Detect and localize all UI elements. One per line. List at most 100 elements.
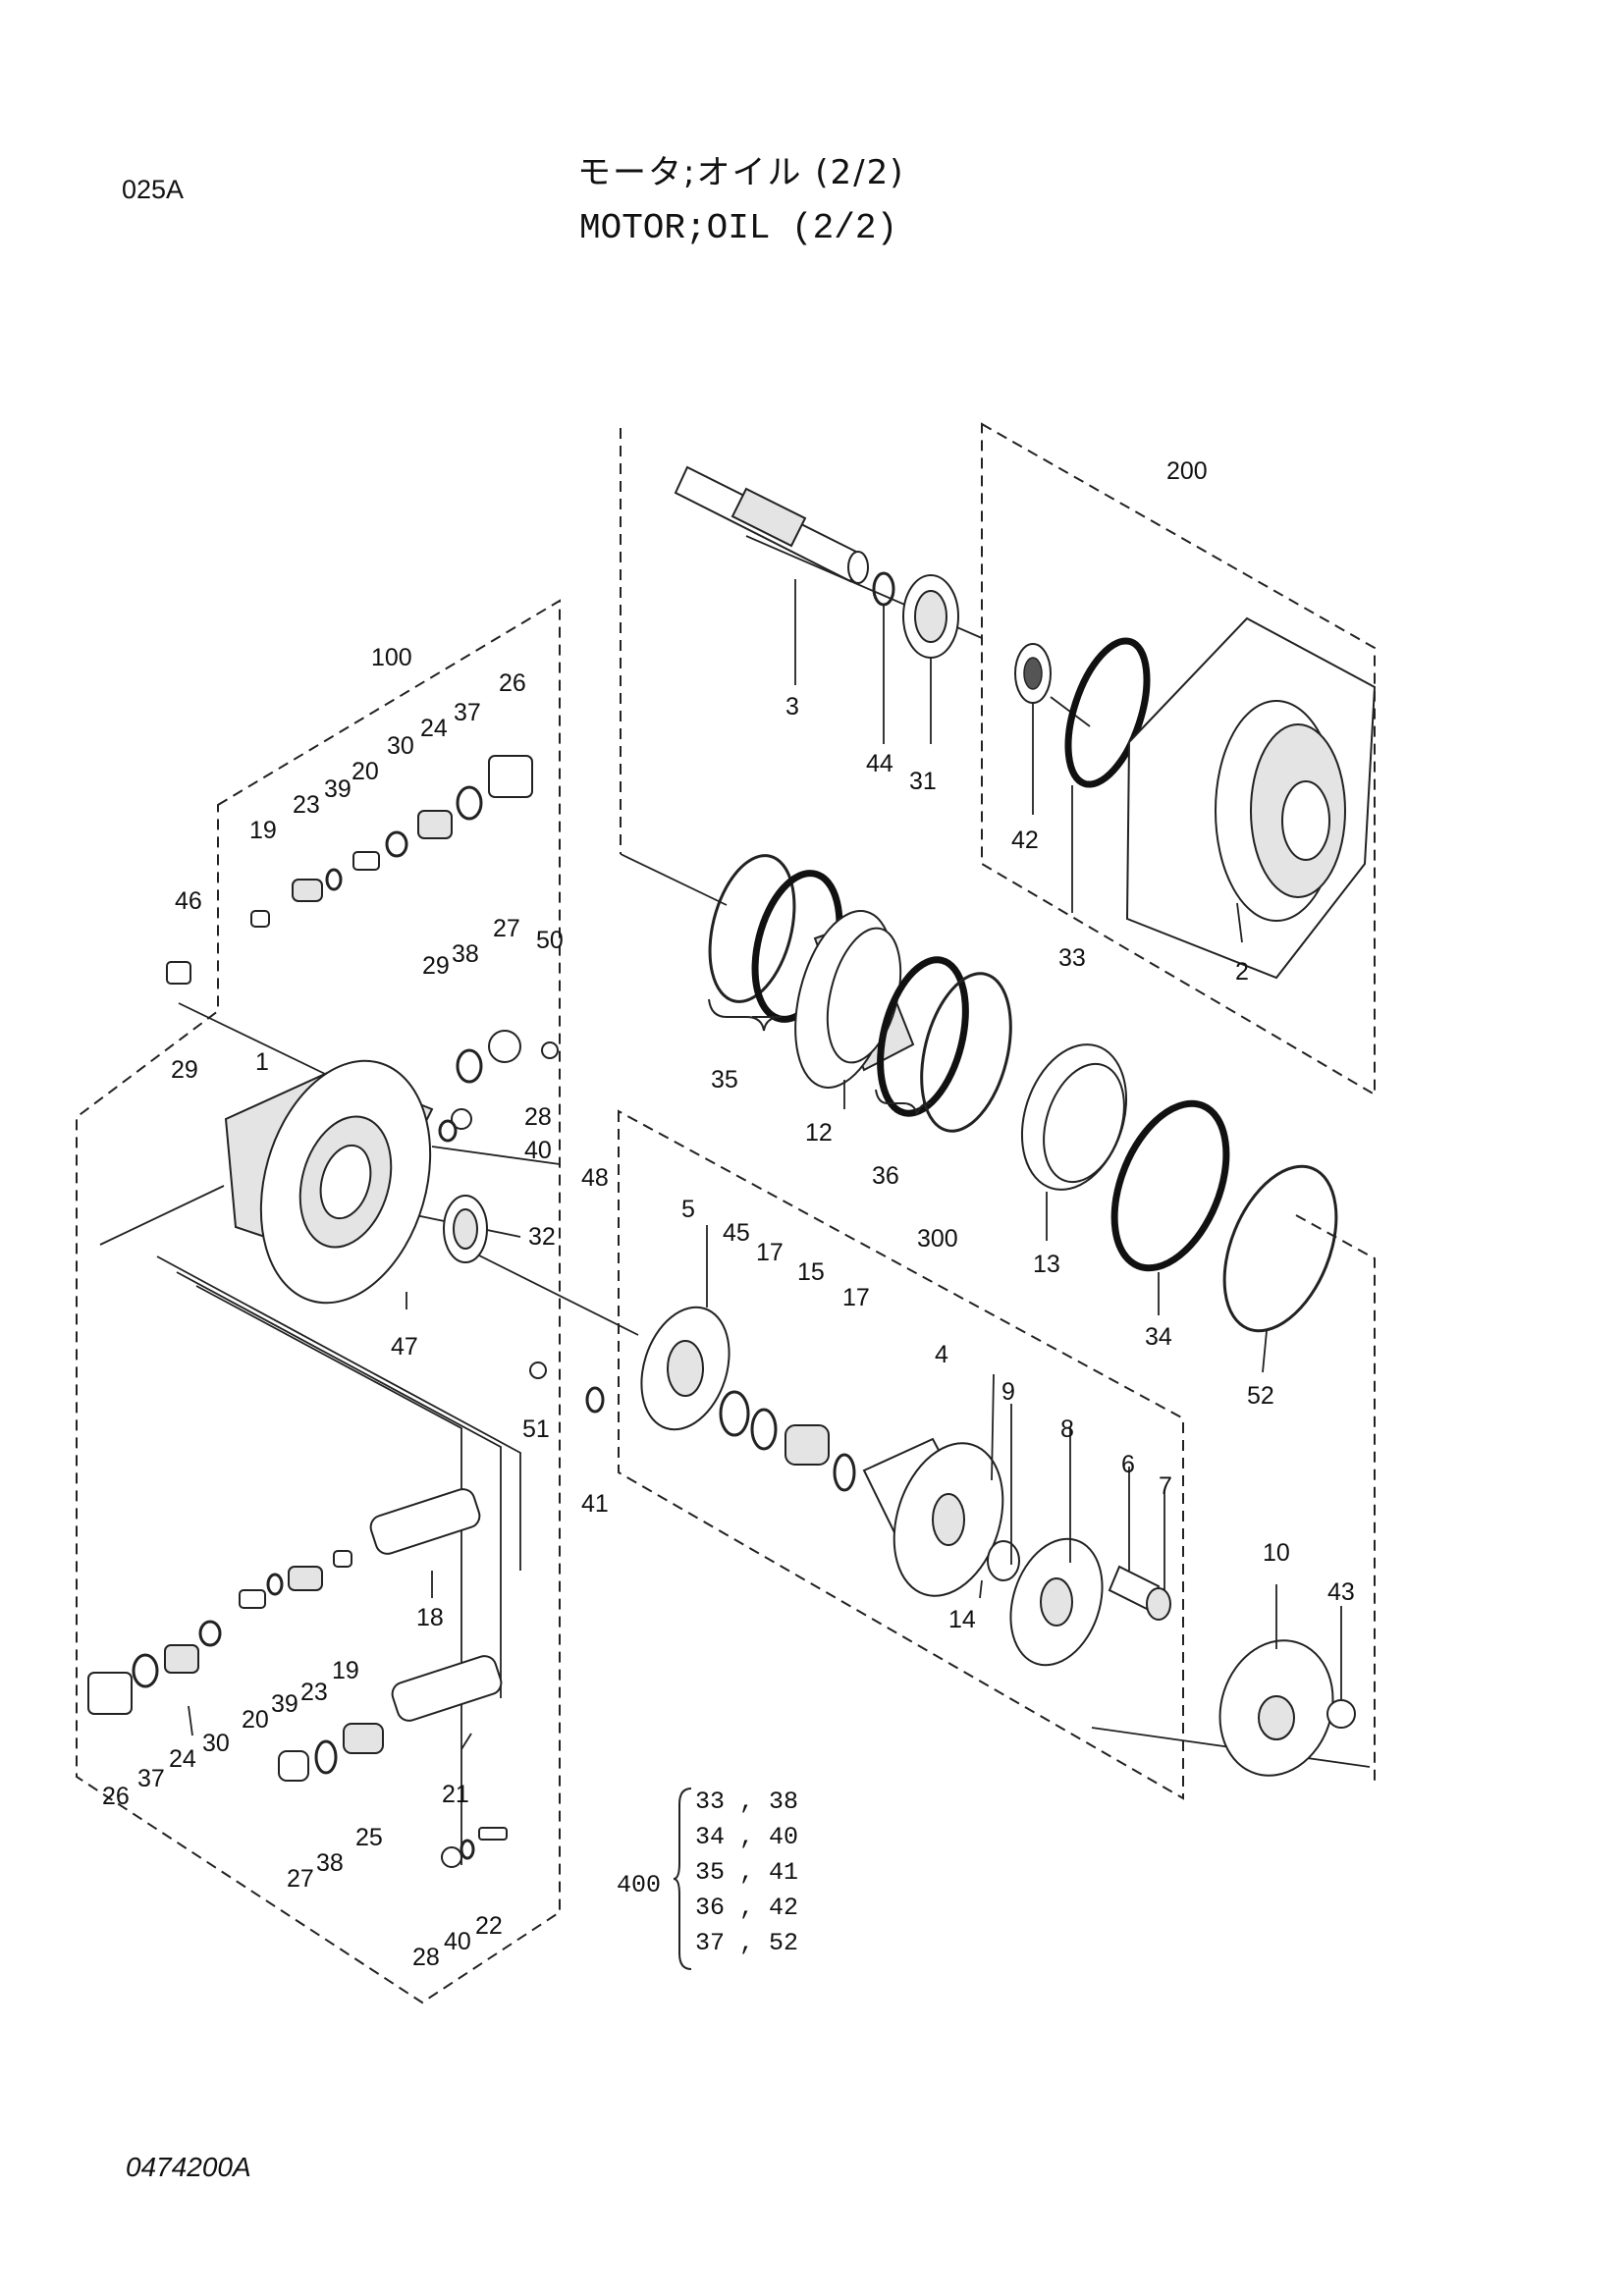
callout-37-top: 37 [454, 699, 481, 726]
callout-26-bottom: 26 [102, 1783, 130, 1810]
swash-plate-10 [1218, 1639, 1334, 1777]
seal-kit-row: 34 , 40 [695, 1823, 799, 1851]
plug-51 [529, 1362, 547, 1379]
callout-numbers: 3 44 31 42 33 2 200 35 12 36 13 34 52 10… [102, 457, 1355, 1971]
bearing-31 [902, 574, 959, 659]
callout-40-top: 40 [524, 1137, 552, 1164]
callout-44: 44 [866, 750, 893, 777]
ball-43 [1326, 1699, 1356, 1729]
plug-27-top [488, 1030, 521, 1063]
bearing-32 [443, 1195, 488, 1263]
callout-9: 9 [1001, 1378, 1015, 1406]
callout-41: 41 [581, 1490, 609, 1518]
piston-6-shoe-7 [1108, 1565, 1171, 1621]
callout-37-bottom: 37 [137, 1765, 165, 1792]
callout-1: 1 [255, 1048, 269, 1076]
callout-30-top: 30 [387, 732, 414, 760]
plug-50 [541, 1041, 559, 1059]
callout-42: 42 [1011, 827, 1039, 854]
callout-36: 36 [872, 1162, 899, 1190]
callout-10: 10 [1263, 1539, 1290, 1567]
ring-17a [750, 1408, 778, 1451]
housing-2 [1125, 616, 1377, 980]
callout-20-top: 20 [352, 758, 379, 785]
callout-leaders [188, 579, 1342, 1750]
callout-27-bottom: 27 [287, 1865, 314, 1893]
callout-38-bottom: 38 [316, 1849, 344, 1877]
seal-kit-brace [673, 1788, 692, 1970]
callout-23-bottom: 23 [300, 1679, 328, 1706]
plug-26-lower [87, 1620, 222, 1715]
callout-17-a: 17 [756, 1239, 784, 1266]
spring-15 [784, 1424, 830, 1466]
callout-28-bottom: 28 [412, 1944, 440, 1971]
callout-39-top: 39 [324, 775, 352, 803]
callout-21: 21 [442, 1781, 469, 1808]
valve-leader-lines [99, 1185, 521, 1865]
floating-seal-35a [708, 854, 796, 1003]
o-ring-41 [585, 1386, 605, 1414]
callout-200: 200 [1166, 457, 1208, 485]
plug-28-lower [441, 1827, 508, 1868]
callout-30-bottom: 30 [202, 1730, 230, 1757]
title-english: MOTOR;OIL (2/2) [579, 208, 898, 248]
callout-14: 14 [948, 1606, 976, 1633]
callout-33: 33 [1058, 944, 1086, 972]
o-ring-38-top [456, 1048, 483, 1084]
plug-27-lower [278, 1723, 384, 1782]
callout-48: 48 [581, 1164, 609, 1192]
leader-dashed-right [1295, 1214, 1376, 1787]
callout-19-bottom: 19 [332, 1657, 359, 1684]
callout-3: 3 [785, 693, 799, 721]
relief-valve-top-parts [250, 755, 533, 928]
snap-ring-44 [872, 571, 895, 607]
spring-19-23-20 [239, 1550, 352, 1609]
valve-housing-1 [224, 1059, 434, 1305]
callout-8: 8 [1060, 1415, 1074, 1443]
callout-40-bottom: 40 [444, 1928, 471, 1955]
ball-9 [987, 1540, 1020, 1581]
valve-plate-5 [640, 1306, 730, 1431]
callout-29-side: 29 [171, 1056, 198, 1084]
title-japanese: モータ;オイル (2/2) [577, 153, 905, 192]
callout-34: 34 [1145, 1323, 1172, 1351]
ring-45 [719, 1390, 750, 1437]
spool-21 [391, 1655, 503, 1722]
group-100-outline [76, 599, 561, 2004]
group-200-outline [981, 422, 1376, 1096]
callout-39-bottom: 39 [271, 1690, 298, 1718]
callout-4: 4 [935, 1341, 948, 1368]
callout-15: 15 [797, 1258, 825, 1286]
callout-27-top: 27 [493, 915, 520, 942]
callout-52: 52 [1247, 1382, 1274, 1410]
callout-50: 50 [536, 927, 564, 954]
callout-45: 45 [723, 1219, 750, 1247]
callout-2: 2 [1235, 958, 1249, 986]
o-ring-33 [1064, 637, 1151, 788]
seal-kit-label: 400 [617, 1871, 662, 1899]
shaft-3 [674, 465, 869, 584]
retainer-plate-8 [1009, 1537, 1104, 1667]
callout-46: 46 [175, 887, 202, 915]
callout-47: 47 [391, 1333, 418, 1361]
callout-24-top: 24 [420, 715, 448, 742]
callout-38-top: 38 [452, 940, 479, 968]
callout-24-bottom: 24 [169, 1745, 196, 1773]
callout-7: 7 [1159, 1472, 1172, 1500]
callout-13: 13 [1033, 1251, 1060, 1278]
callout-28-top: 28 [524, 1103, 552, 1131]
callout-26-top: 26 [499, 669, 526, 697]
page-code: 025A [122, 175, 185, 204]
callout-51: 51 [522, 1415, 550, 1443]
drawing-number: 0474200A [126, 2152, 251, 2182]
callout-12: 12 [805, 1119, 833, 1147]
callout-25: 25 [355, 1824, 383, 1851]
seal-kit-row: 37 , 52 [695, 1929, 799, 1957]
callout-5: 5 [681, 1196, 695, 1223]
callout-29-top: 29 [422, 952, 450, 980]
brace-36 [875, 1089, 932, 1116]
callout-31: 31 [909, 768, 937, 795]
